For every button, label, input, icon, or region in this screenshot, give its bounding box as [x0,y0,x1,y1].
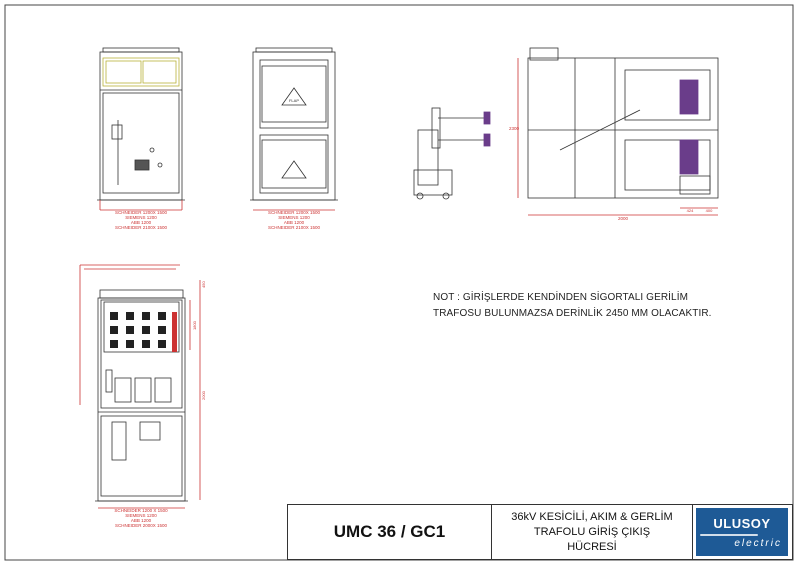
logo-subtitle: electric [734,538,782,549]
front-label-2: SIEMENS 1200 [125,215,157,220]
description-line-1: 36kV KESİCİLİ, AKIM & GERLİM [511,510,673,523]
side-section-view [517,47,719,216]
title-block: UMC 36 / GC1 36kV KESİCİLİ, AKIM & GERLİ… [287,504,793,560]
rear-label-4: SCHNEIDER 2100X 1500 [268,225,321,230]
detail-dim-right-a: 1800 [192,320,197,330]
front-label-1: SCHNEIDER 1200X 1500 [115,210,168,215]
rear-flap-label: FLAP [289,98,299,103]
side-dim-424: 424 [687,208,694,213]
front-label-3: ABB 1200 [131,220,152,225]
rear-label-1: SCHNEIDER 1200X 1500 [268,210,321,215]
detail-front-view [79,264,201,509]
side-height-dim: 2300 [509,126,520,131]
side-width-dim: 2000 [618,216,629,221]
flap-warning-icon-bottom [281,160,307,179]
rear-view [250,47,338,211]
detail-view-labels: SCHNEIDER 1200 X 1500 SIEMENS 1200 ABB 1… [114,508,168,528]
depth-note: NOT : GİRİŞLERDE KENDİNDEN SİGORTALI GER… [433,290,712,322]
detail-dim-right-b: 2000 [201,390,206,400]
note-line-1: NOT : GİRİŞLERDE KENDİNDEN SİGORTALI GER… [433,292,689,303]
detail-dim-top: 450 [201,281,206,288]
flap-warning-icon-top [281,87,307,106]
front-view [97,47,185,211]
note-line-2: TRAFOSU BULUNMAZSA DERİNLİK 2450 MM OLAC… [433,308,712,319]
description-line-3: HÜCRESİ [567,540,617,553]
cell-description: 36kV KESİCİLİ, AKIM & GERLİM TRAFOLU GİR… [492,505,693,559]
detail-label-4: SCHNEIDER 2000X 1500 [115,523,168,528]
rear-view-labels: SCHNEIDER 1200X 1500 SIEMENS 1200 ABB 12… [268,210,321,230]
drawing-frame [4,4,794,561]
front-view-labels: SCHNEIDER 1200X 1500 SIEMENS 1200 ABB 12… [115,210,168,230]
rear-label-3: ABB 1200 [284,220,305,225]
rear-label-2: SIEMENS 1200 [278,215,310,220]
logo-swoosh [700,534,758,536]
logo-name: ULUSOY [713,516,771,531]
breaker-truck [413,107,491,200]
side-dim-400: 400 [706,208,713,213]
description-line-2: TRAFOLU GİRİŞ ÇIKIŞ [533,525,651,538]
detail-label-1: SCHNEIDER 1200 X 1500 [114,508,168,513]
detail-label-3: ABB 1200 [131,518,152,523]
front-label-4: SCHNEIDER 2100X 1500 [115,225,168,230]
detail-label-2: SIEMENS 1200 [125,513,157,518]
company-logo: ULUSOY electric [696,508,788,556]
detail-breaker-array [110,312,177,352]
model-code: UMC 36 / GC1 [288,505,492,559]
